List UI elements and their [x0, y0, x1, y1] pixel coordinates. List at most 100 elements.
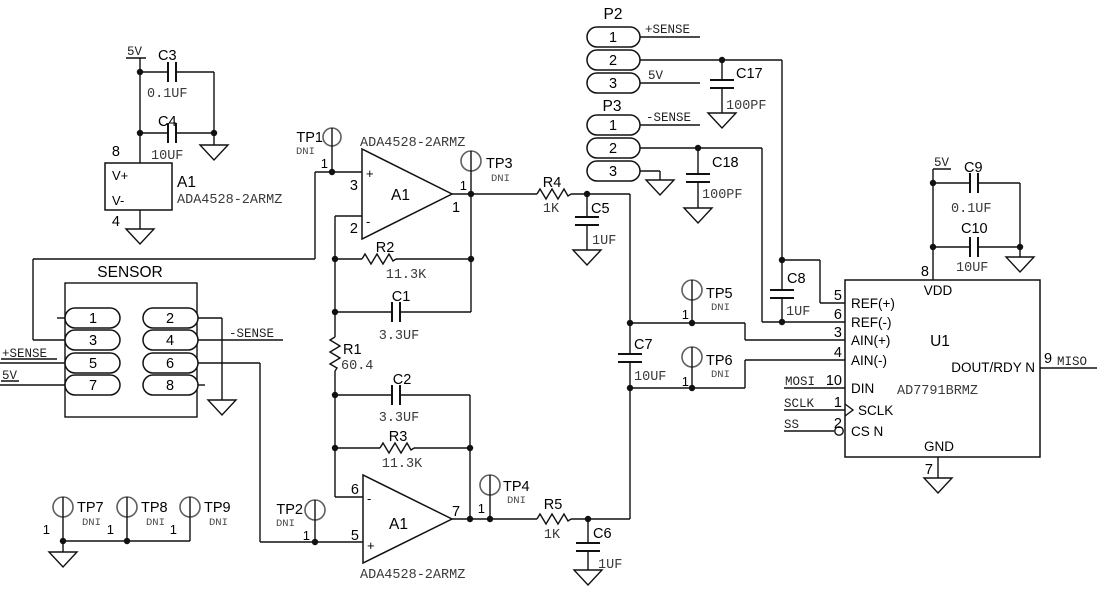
power-pin-4: 4	[112, 214, 120, 230]
opamp-top-pin-noninv: 3	[350, 178, 358, 194]
tp2-pin: 1	[303, 528, 310, 543]
u1-refp-label: REF(+)	[851, 296, 895, 311]
ground-icon	[124, 228, 156, 246]
u1-pin-3: 3	[834, 325, 842, 341]
r4-value: 1K	[543, 202, 560, 217]
p3-pin-3	[586, 160, 641, 182]
sensor-pin-5	[64, 352, 121, 374]
sensor-pin-6	[142, 352, 199, 374]
tp8-testpoint: TP8 DNI 1	[107, 496, 168, 541]
ground-icon	[47, 551, 79, 569]
c6-ref: C6	[593, 526, 612, 542]
tp7-dni: DNI	[82, 517, 101, 529]
u1-adc: 8 VDD U1 AD7791BRMZ GND 7 5 REF(+) 6 REF…	[784, 264, 1087, 478]
clock-input-icon	[844, 403, 855, 417]
tp1-dni: DNI	[296, 146, 315, 158]
net-label-ss: SS	[784, 418, 799, 432]
u1-dout-label: DOUT/RDY N	[951, 360, 1035, 375]
r4-ref: R4	[543, 175, 562, 191]
testpoints: TP1 DNI 1 TP2 DNI 1 TP3 DNI 1 TP4 DNI 1 …	[43, 127, 733, 543]
opamp-bottom: - + 6 5 A1 7 ADA4528-2ARMZ	[351, 473, 465, 583]
net-label-5v: 5V	[934, 156, 950, 170]
sensor-pin-4-num: 4	[166, 333, 174, 349]
tp5-testpoint: TP5 DNI 1	[681, 279, 733, 323]
tp5-label: TP5	[706, 286, 733, 302]
u1-sclk-label: SCLK	[858, 403, 893, 418]
p2-connector: P2 1 2 3 +SENSE 5V	[586, 6, 690, 94]
c3-value: 0.1UF	[147, 87, 188, 102]
power-part: ADA4528-2ARMZ	[177, 193, 282, 208]
u1-pin-10: 10	[826, 373, 842, 389]
tp6-testpoint: TP6 DNI 1	[681, 346, 733, 389]
net-label-5v: 5V	[127, 45, 143, 59]
c3-ref: C3	[158, 48, 177, 64]
sensor-pin-7-num: 7	[89, 378, 97, 394]
ground-icon	[206, 399, 238, 417]
p2-pin-3	[586, 72, 641, 94]
u1-pin-2: 2	[834, 416, 842, 432]
resistors: R2 11.3K R1 60.4 R3 11.3K R4 1K R5 1K	[328, 175, 572, 543]
sensor-pin-4	[142, 329, 199, 351]
opamp-bottom-ref: A1	[389, 516, 408, 533]
p3-ref: P3	[603, 98, 622, 115]
ground-symbols	[47, 112, 1036, 587]
junction-dots	[59, 56, 1024, 546]
tp2-dni: DNI	[276, 518, 295, 530]
tp6-pin: 1	[682, 374, 689, 389]
r1-value: 60.4	[341, 359, 373, 374]
ground-icon	[1004, 256, 1036, 274]
u1-part: AD7791BRMZ	[897, 384, 978, 399]
r5-ref: R5	[544, 497, 563, 513]
r5-resistor	[536, 512, 572, 526]
amp-power-block: 8 V+ V- A1 ADA4528-2ARMZ 4	[104, 144, 282, 230]
c4-value: 10UF	[151, 149, 183, 164]
opamp-bottom-pin-noninv: 5	[351, 528, 359, 544]
r2-ref: R2	[376, 240, 395, 256]
sensor-pin-2	[142, 307, 199, 329]
u1-pin-8: 8	[921, 264, 929, 280]
u1-gnd-label: GND	[924, 439, 954, 454]
c2-value: 3.3UF	[379, 411, 420, 426]
tp7-label: TP7	[77, 500, 104, 516]
p2-pin-2-num: 2	[609, 53, 617, 69]
p3-pin-1-num: 1	[609, 118, 617, 134]
u1-pin-7: 7	[925, 462, 933, 478]
sensor-outline	[64, 282, 198, 418]
p2-pin-1	[586, 26, 641, 48]
u1-vdd-label: VDD	[924, 283, 953, 298]
sensor-pin-5-num: 5	[89, 356, 97, 372]
tp9-label: TP9	[204, 500, 231, 516]
opamp-bottom-pin-inv: 6	[351, 482, 359, 498]
tp4-dni: DNI	[507, 495, 526, 507]
p2-pin-1-num: 1	[609, 30, 617, 46]
opamp-bottom-part: ADA4528-2ARMZ	[360, 568, 465, 583]
c4-ref: C4	[158, 114, 177, 130]
active-low-bubble-icon	[834, 426, 844, 436]
p3-connector: P3 1 2 3 -SENSE	[586, 98, 691, 182]
minus-sign: -	[366, 214, 370, 229]
u1-pin-1: 1	[834, 395, 842, 411]
opamp-top-pin-out: 1	[452, 200, 460, 216]
r1-resistor	[328, 336, 342, 372]
net-label-plus-sense: +SENSE	[645, 23, 690, 37]
p2-ref: P2	[604, 6, 623, 23]
u1-pin-4: 4	[834, 345, 842, 361]
u1-pin-9: 9	[1044, 351, 1052, 367]
minus-sign: -	[367, 491, 371, 506]
c18-ref: C18	[712, 155, 739, 171]
u1-refm-label: REF(-)	[851, 315, 892, 330]
net-label-sclk: SCLK	[784, 397, 815, 411]
power-block-body	[104, 162, 173, 211]
power-ref: A1	[177, 174, 196, 191]
r3-value: 11.3K	[382, 457, 423, 472]
r5-value: 1K	[544, 528, 561, 543]
vplus-label: V+	[112, 168, 128, 183]
sensor-pin-1-num: 1	[89, 311, 97, 327]
vminus-label: V-	[112, 193, 124, 208]
tp8-dni: DNI	[146, 517, 165, 529]
net-label-minus-sense: -SENSE	[646, 111, 691, 125]
power-pin-8: 8	[112, 144, 120, 160]
sensor-connector: SENSOR 1 2 3 4 5 6 7 8 +SENSE 5V -SENSE	[2, 264, 274, 418]
r3-resistor	[379, 441, 415, 455]
